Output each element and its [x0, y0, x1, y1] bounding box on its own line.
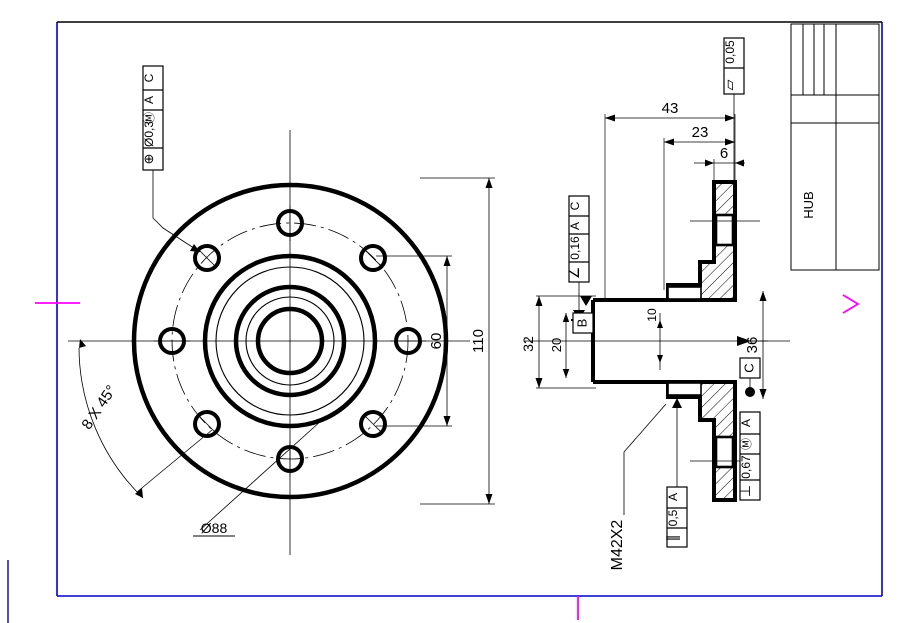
dim-32: 32: [520, 295, 596, 389]
bolt-hole: [359, 244, 387, 272]
fcf-parallelism-tolerance: 0,5: [666, 509, 680, 526]
fcf-profile: C A 0,16 ∠: [566, 195, 590, 321]
dim-20-label: 20: [549, 338, 564, 352]
dim-hole-pattern-label: 8 X 45°: [78, 382, 120, 432]
fcf-flatness: 0,05 ▱: [721, 37, 745, 182]
dim-23: 23: [663, 124, 735, 290]
note-thread-label: M42X2: [609, 520, 626, 571]
fcf-perpendicularity: A Ⓜ 0,67 ⊥: [737, 411, 761, 501]
sheet-border: [56, 21, 883, 597]
dim-23-label: 23: [692, 124, 709, 141]
dim-60-label: 60: [428, 333, 445, 350]
bolt-hole: [193, 244, 221, 272]
fcf-perpendicularity-datum: A: [739, 419, 753, 427]
dim-6-label: 6: [720, 145, 728, 162]
flange-outer-circle: [131, 182, 449, 500]
dim-60: 60: [376, 255, 452, 427]
bolt-hole: [359, 410, 387, 438]
dim-32-label: 32: [520, 336, 536, 352]
bore-mid-circle: [245, 296, 335, 386]
fcf-position-tolerance: Ø0,3: [142, 121, 156, 147]
parallelogram-icon: ▱: [721, 79, 737, 90]
boss-inner-circle: [215, 266, 365, 416]
dim-110-label: 110: [470, 329, 487, 353]
section-step-slots: [667, 286, 702, 396]
bolt-hole: [193, 410, 221, 438]
note-thread: M42X2: [609, 403, 667, 571]
perpendicularity-icon: ⊥: [737, 485, 753, 497]
title-block: HUB: [790, 23, 880, 271]
dim-110: 110: [420, 177, 495, 505]
fcf-position-datum-2: C: [142, 73, 156, 82]
dim-10: 10: [645, 308, 663, 370]
fcf-position: C A Ⓜ Ø0,3 ⊕: [141, 65, 201, 253]
sheet-center-marks: [7, 294, 860, 623]
datum-triangle-top: [580, 296, 592, 306]
fcf-position-datum-1: A: [142, 96, 156, 104]
fcf-profile-tolerance: 0,16: [568, 236, 582, 260]
dim-20: 20: [549, 313, 570, 378]
fcf-perpendicularity-modifier: Ⓜ: [739, 438, 753, 450]
bore-outer-circle: [233, 284, 347, 398]
datum-c-label: C: [741, 363, 756, 372]
boss-outer-circle: [202, 253, 378, 429]
fcf-parallelism: A 0,5 ∥: [664, 398, 688, 548]
section-view: 43 23 6 36: [520, 37, 790, 571]
angularity-icon: ∠: [566, 267, 582, 280]
dim-6: 6: [694, 145, 745, 182]
datum-arrow-right: [737, 336, 768, 346]
front-view-centerlines: [68, 130, 470, 555]
datum-c: C: [739, 357, 761, 397]
position-icon: ⊕: [141, 154, 156, 165]
datum-b: B: [572, 312, 594, 334]
fcf-profile-datum-1: A: [568, 222, 582, 230]
fcf-perpendicularity-tolerance: 0,67: [739, 455, 753, 479]
front-view: 8 X 45° Ø88 60 110: [68, 65, 495, 555]
dim-36: 36: [744, 291, 767, 399]
parallelism-icon: ∥: [664, 535, 680, 542]
fcf-position-modifier: Ⓜ: [142, 112, 156, 124]
fcf-flatness-tolerance: 0,05: [723, 40, 737, 64]
fcf-parallelism-datum: A: [666, 493, 680, 501]
fcf-profile-datum-2: C: [568, 201, 582, 210]
dim-43-label: 43: [662, 100, 679, 117]
datum-b-label: B: [574, 319, 589, 328]
section-lower-body: [593, 380, 737, 502]
dim-bolt-circle: Ø88: [193, 419, 323, 537]
dim-hole-pattern: 8 X 45°: [78, 339, 213, 499]
dim-43: 43: [604, 100, 736, 300]
dim-36-label: 36: [744, 337, 761, 354]
section-flange-slots: [690, 213, 760, 469]
bore-inner-circle: [255, 306, 325, 376]
title-block-part-name: HUB: [801, 191, 816, 218]
dim-bolt-circle-label: Ø88: [201, 520, 228, 536]
bolt-hole-centerlines: [154, 205, 426, 477]
dim-10-label: 10: [645, 308, 659, 322]
